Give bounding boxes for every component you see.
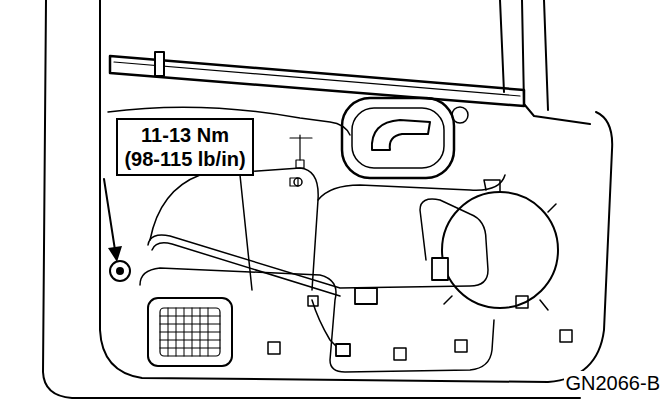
clip-hole (394, 348, 406, 360)
speaker-tabs (444, 180, 556, 310)
clip-hole (560, 330, 572, 342)
wiring-harness (148, 199, 488, 288)
vent-grille-grid (160, 308, 220, 356)
inner-panel-edge (100, 0, 612, 382)
clip-hole (455, 340, 467, 352)
panel-rib (240, 175, 252, 290)
torque-spec: (98-115 lb/in) (124, 147, 246, 171)
vent-grille-inner (160, 308, 220, 356)
clip-hole (308, 296, 318, 306)
handle-housing (342, 98, 454, 178)
bolt-center (116, 267, 124, 275)
clip-hole (516, 296, 528, 308)
panel-detail (290, 135, 312, 160)
belt-reinforcement (110, 56, 524, 106)
bolt (110, 261, 130, 281)
handle-lever (372, 120, 430, 150)
clip-hole (296, 160, 304, 168)
glass-clip (155, 52, 164, 76)
belt-inner-line (114, 62, 520, 96)
vent-grille (148, 298, 232, 366)
leader-line (104, 179, 115, 250)
wiring-harness (152, 243, 340, 296)
clip-hole (290, 178, 298, 186)
wire-connector (432, 258, 448, 280)
wire-connector (355, 288, 377, 304)
clip-hole (268, 342, 280, 354)
panel-lower-contour (140, 268, 494, 372)
wiring-branch (312, 300, 340, 350)
figure-code: GN2066-B (564, 371, 663, 395)
leader-arrowhead (108, 246, 122, 262)
door-outer-edge (43, 0, 580, 398)
torque-callout-box: 11-13 Nm(98-115 lb/in) (116, 118, 254, 176)
torque-spec: 11-13 Nm (124, 123, 246, 147)
handle-recess (352, 108, 444, 168)
wire-connector (336, 344, 350, 356)
